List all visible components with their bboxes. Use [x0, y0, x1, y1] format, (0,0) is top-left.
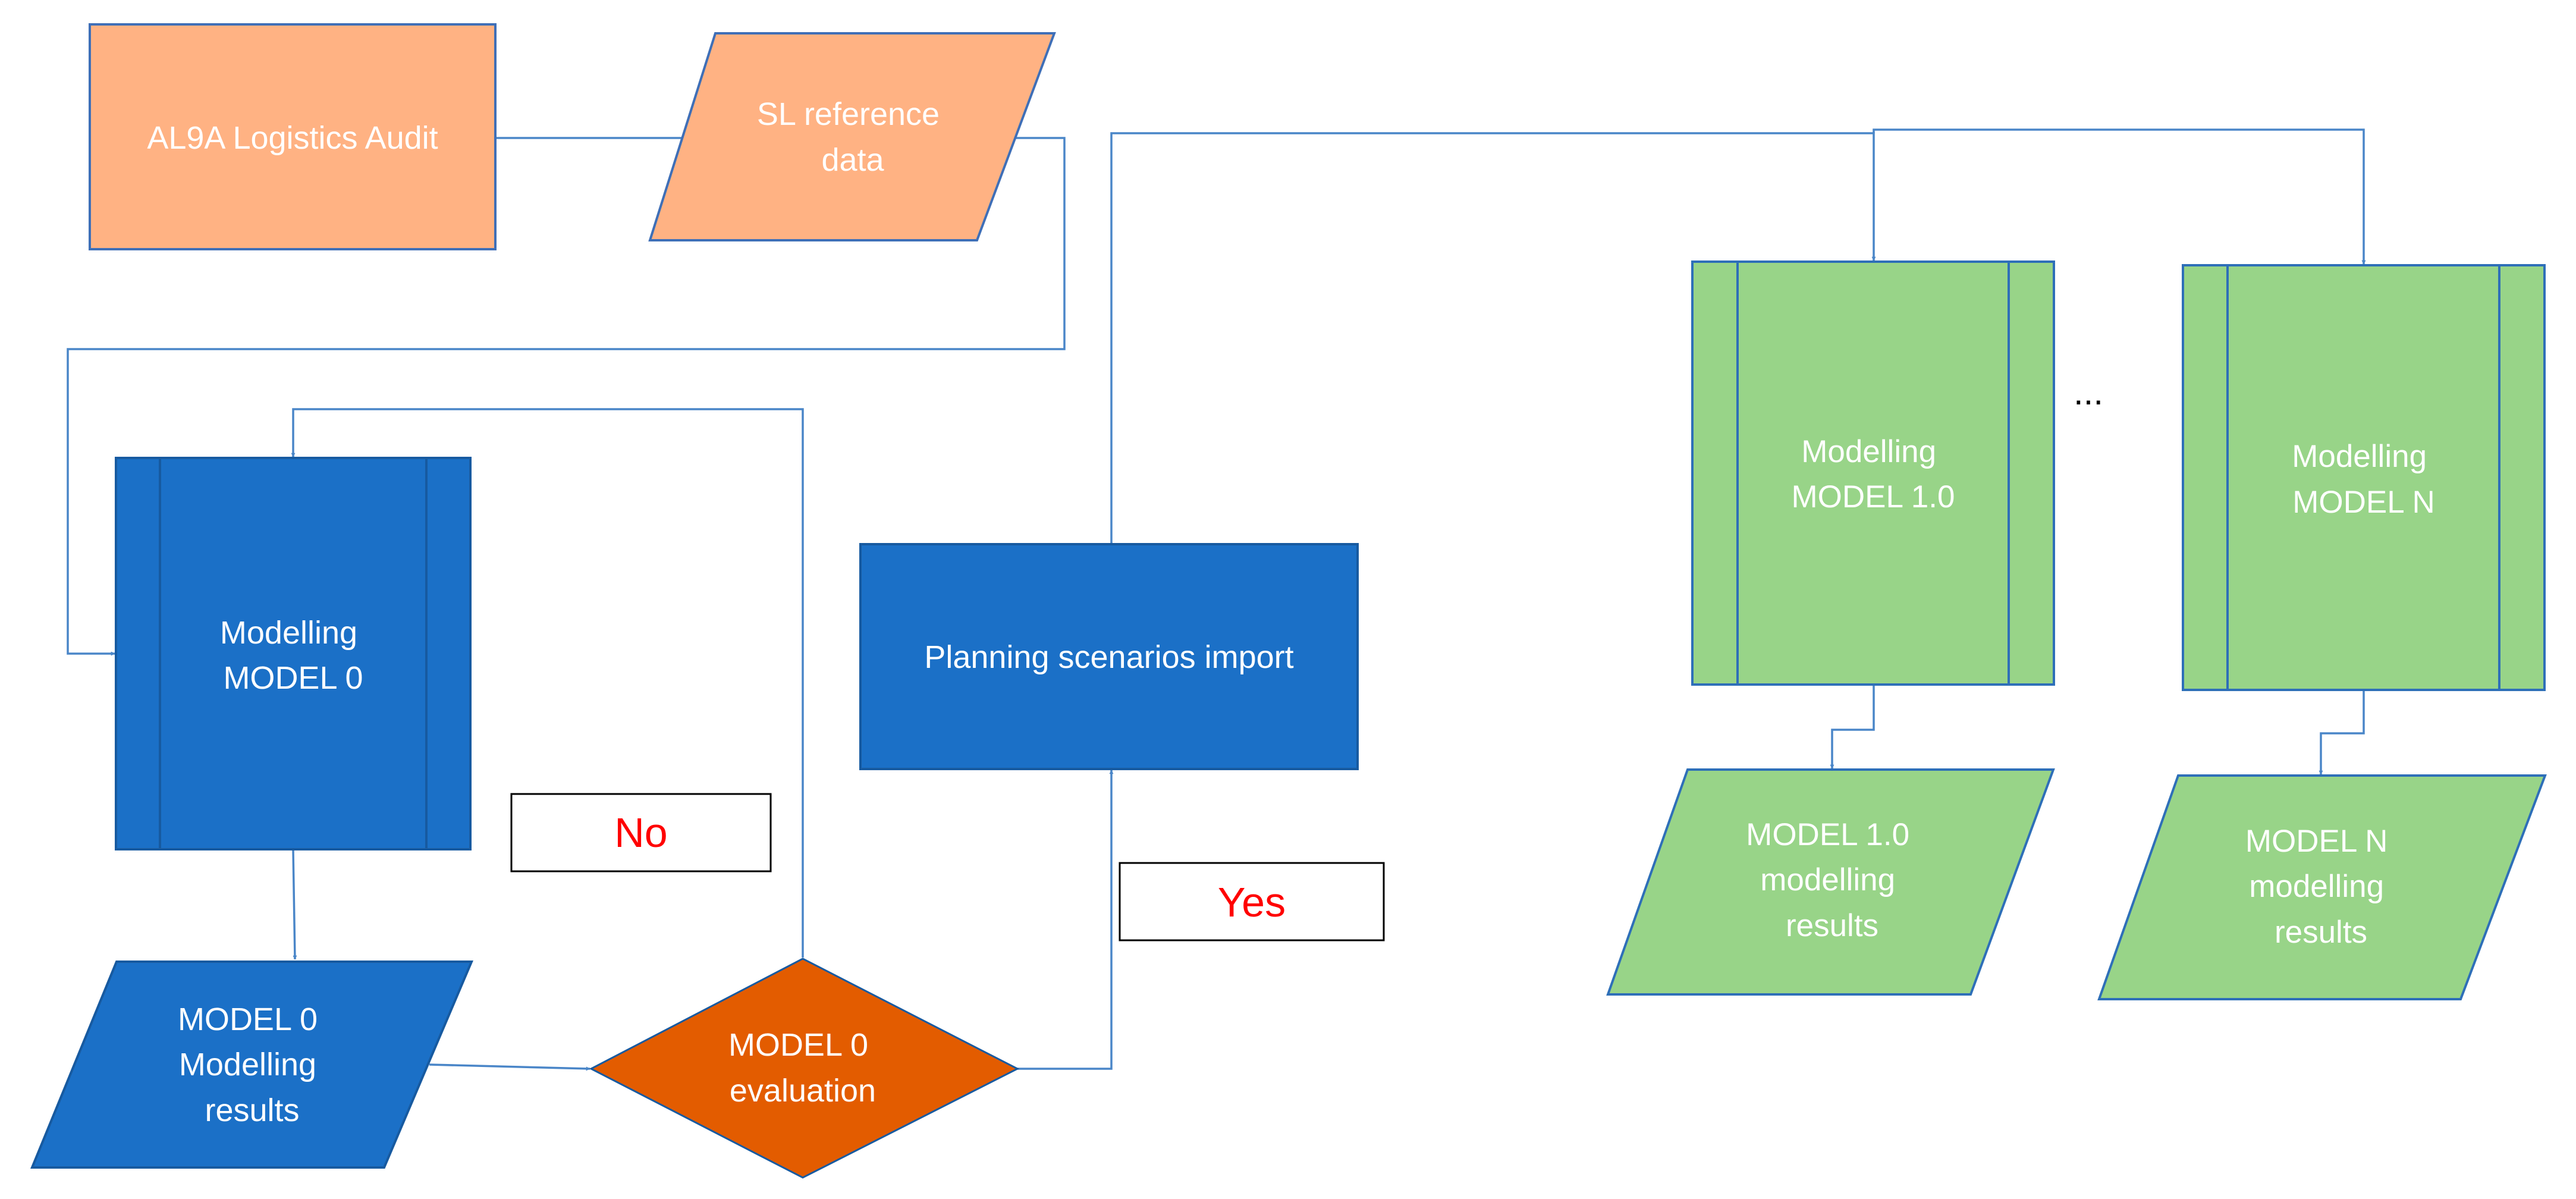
node-modelN-results: MODEL N modelling results	[2097, 774, 2547, 1000]
model0-line-1: Modelling	[220, 615, 357, 651]
node-sl-reference: SL reference data	[648, 32, 1056, 241]
no-label-box	[510, 793, 772, 872]
audit-label: AL9A Logistics Audit	[147, 120, 438, 156]
decision-no-label: No	[510, 793, 772, 872]
modelN-results-line-1: MODEL N	[2245, 824, 2388, 859]
model1-line-2: MODEL 1.0	[1792, 479, 1955, 514]
model1-results-parallelogram	[1606, 768, 2055, 996]
node-planning-import: Planning scenarios import	[859, 543, 1359, 770]
connector-evaluation-yes-to-planning	[1017, 770, 1114, 1070]
yes-label-text: Yes	[1218, 879, 1286, 925]
evaluation-label: MODEL 0 evaluation	[728, 1027, 877, 1109]
modelN-results-line-3: results	[2275, 915, 2367, 950]
connector-planning-to-model1	[1110, 132, 1876, 543]
evaluation-diamond	[589, 958, 1020, 1179]
sl-reference-parallelogram	[648, 32, 1056, 241]
evaluation-line-2: evaluation	[730, 1073, 876, 1109]
yes-label-box	[1119, 862, 1385, 941]
modelN-results-label: MODEL N modelling results	[2245, 824, 2396, 950]
node-model0-evaluation: MODEL 0 evaluation	[589, 958, 1020, 1179]
model1-results-line-3: results	[1786, 908, 1878, 943]
connector-evaluation-no-to-model0	[291, 408, 804, 958]
node-model1: Modelling MODEL 1.0	[1691, 260, 2055, 686]
connector-sl-to-model0	[67, 137, 1066, 656]
model1-line-1: Modelling	[1801, 434, 1936, 469]
planning-import-line: Planning scenarios import	[924, 639, 1293, 675]
sl-reference-line-1: SL reference	[757, 96, 940, 132]
audit-box	[89, 23, 497, 250]
sl-reference-label: SL reference data	[757, 96, 948, 178]
model0-results-line-2: Modelling	[179, 1047, 316, 1082]
connectors	[67, 128, 2366, 1071]
model0-line-2: MODEL 0	[223, 660, 363, 696]
evaluation-line-1: MODEL 0	[728, 1027, 868, 1063]
no-label-text: No	[614, 809, 667, 856]
model0-label: Modelling MODEL 0	[220, 615, 366, 696]
node-model1-results: MODEL 1.0 modelling results	[1606, 768, 2055, 996]
modelN-results-line-2: modelling	[2249, 869, 2384, 904]
node-model0-results: MODEL 0 Modelling results	[30, 961, 474, 1169]
model0-results-line-3: results	[205, 1093, 299, 1128]
modelN-label: Modelling MODEL N	[2292, 439, 2436, 520]
node-audit: AL9A Logistics Audit	[89, 23, 497, 250]
audit-label-line: AL9A Logistics Audit	[147, 120, 438, 156]
model1-label: Modelling MODEL 1.0	[1792, 434, 1955, 514]
node-model0: Modelling MODEL 0	[115, 457, 472, 850]
model0-box	[115, 457, 472, 850]
ellipsis-label: ...	[2074, 372, 2103, 412]
connector-model1-to-results	[1830, 686, 1875, 769]
modelN-box	[2182, 264, 2546, 691]
model1-results-line-1: MODEL 1.0	[1746, 817, 1909, 852]
model1-results-line-2: modelling	[1760, 862, 1895, 897]
model1-results-label: MODEL 1.0 modelling results	[1746, 817, 1918, 943]
connector-model0-to-results	[292, 850, 297, 960]
connector-results-to-evaluation	[429, 1063, 590, 1071]
model0-results-label: MODEL 0 Modelling results	[178, 1002, 326, 1128]
connector-modelN-to-results	[2319, 691, 2365, 775]
planning-import-label: Planning scenarios import	[924, 639, 1293, 675]
model0-results-line-1: MODEL 0	[178, 1002, 318, 1037]
modelN-line-1: Modelling	[2292, 439, 2427, 474]
decision-yes-label: Yes	[1119, 862, 1385, 941]
sl-reference-line-2: data	[821, 142, 884, 178]
planning-import-box	[859, 543, 1359, 770]
connector-planning-to-modelN	[1873, 128, 2366, 265]
modelN-line-2: MODEL N	[2292, 485, 2435, 520]
modelN-results-parallelogram	[2097, 774, 2547, 1000]
model0-results-parallelogram	[30, 961, 474, 1169]
node-modelN: Modelling MODEL N	[2182, 264, 2546, 691]
model1-box	[1691, 260, 2055, 686]
